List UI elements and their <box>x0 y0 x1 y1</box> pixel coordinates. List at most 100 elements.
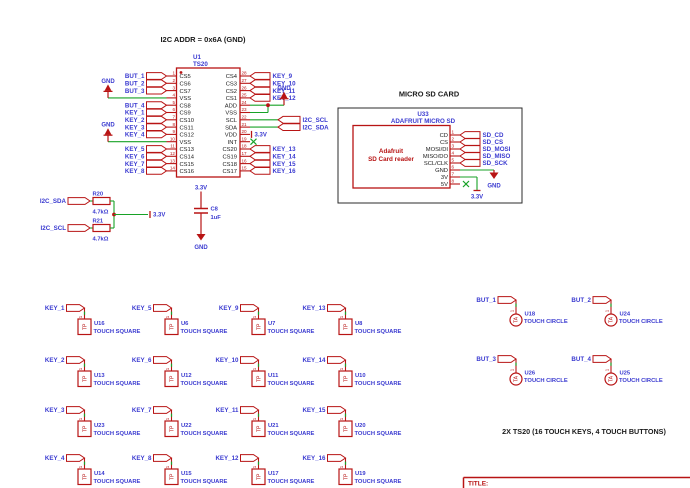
net-flag[interactable] <box>66 356 86 364</box>
symbol-text: TP <box>169 375 175 382</box>
touch-circle-U18[interactable] <box>509 313 523 327</box>
net-label: KEY_8 <box>125 168 145 175</box>
net-flag[interactable] <box>249 167 271 175</box>
touch-square-U16[interactable] <box>77 318 92 336</box>
net-flag[interactable] <box>146 145 168 153</box>
ref-des: U18 <box>525 312 536 318</box>
pin-number: 1 <box>510 368 515 371</box>
net-flag[interactable] <box>249 86 271 95</box>
resistor-r20[interactable] <box>92 196 111 206</box>
net-flag[interactable] <box>327 406 347 414</box>
net-flag[interactable] <box>459 138 481 146</box>
sd-reader-label: SD Card reader <box>368 156 414 163</box>
pin-number: 12 <box>170 151 176 156</box>
net-flag[interactable] <box>327 304 347 312</box>
pin-name: CS4 <box>226 74 238 80</box>
sd-card-reader[interactable] <box>352 124 451 189</box>
net-flag[interactable] <box>497 355 517 363</box>
touch-square-U20[interactable] <box>338 420 353 438</box>
part-label: TOUCH SQUARE <box>355 431 402 437</box>
net-flag[interactable] <box>249 72 271 80</box>
net-label: SD_CS <box>483 139 504 146</box>
net-flag[interactable] <box>153 454 173 462</box>
touch-square-U23[interactable] <box>77 420 92 438</box>
net-flag[interactable] <box>249 159 271 168</box>
net-flag[interactable] <box>146 79 168 88</box>
net-label: BUT_3 <box>476 356 496 363</box>
pin-number: 8 <box>172 122 175 127</box>
net-label: I2C_SDA <box>40 198 67 205</box>
net-flag[interactable] <box>497 296 517 304</box>
net-flag[interactable] <box>459 131 481 139</box>
touch-square-U10[interactable] <box>338 370 353 388</box>
touch-square-U7[interactable] <box>251 318 266 336</box>
net-flag[interactable] <box>146 72 168 80</box>
pin-name: CS17 <box>222 169 237 175</box>
ref-des: U25 <box>620 371 631 377</box>
net-flag[interactable] <box>240 454 260 462</box>
symbol-text: TP <box>82 425 88 432</box>
net-flag[interactable] <box>146 167 168 175</box>
power-label: 3.3V <box>255 133 267 139</box>
ref-des: U13 <box>94 373 105 379</box>
net-flag[interactable] <box>153 406 173 414</box>
touch-square-U6[interactable] <box>164 318 179 336</box>
net-label: KEY_10 <box>215 357 239 364</box>
touch-square-U14[interactable] <box>77 468 92 486</box>
ref-des: U16 <box>94 321 105 327</box>
pin-number: 15 <box>242 166 248 171</box>
touch-square-U15[interactable] <box>164 468 179 486</box>
net-flag[interactable] <box>146 101 168 110</box>
touch-square-U13[interactable] <box>77 370 92 388</box>
touch-square-U11[interactable] <box>251 370 266 388</box>
touch-square-U17[interactable] <box>251 468 266 486</box>
net-flag[interactable] <box>66 304 86 312</box>
net-flag[interactable] <box>66 454 86 462</box>
net-flag[interactable] <box>146 108 168 117</box>
net-flag[interactable] <box>67 224 91 232</box>
net-flag[interactable] <box>459 152 481 160</box>
touch-square-U19[interactable] <box>338 468 353 486</box>
net-flag[interactable] <box>146 123 168 131</box>
resistor-r21[interactable] <box>92 223 111 233</box>
net-flag[interactable] <box>277 115 301 124</box>
net-flag[interactable] <box>146 159 168 168</box>
touch-square-U8[interactable] <box>338 318 353 336</box>
net-flag[interactable] <box>153 304 173 312</box>
touch-circle-U26[interactable] <box>509 372 523 386</box>
net-flag[interactable] <box>146 115 168 124</box>
net-flag[interactable] <box>66 406 86 414</box>
touch-circle-U24[interactable] <box>604 313 618 327</box>
net-flag[interactable] <box>240 356 260 364</box>
net-flag[interactable] <box>240 406 260 414</box>
touch-square-U12[interactable] <box>164 370 179 388</box>
net-flag[interactable] <box>277 123 301 131</box>
net-flag[interactable] <box>146 130 168 139</box>
net-flag[interactable] <box>249 145 271 153</box>
ts20-ic[interactable] <box>175 67 241 178</box>
ref-des: U24 <box>620 312 631 318</box>
net-label: KEY_4 <box>45 455 65 462</box>
net-flag[interactable] <box>67 197 91 205</box>
net-label: KEY_2 <box>125 117 145 124</box>
part-label: TOUCH SQUARE <box>181 381 228 387</box>
net-flag[interactable] <box>240 304 260 312</box>
net-flag[interactable] <box>249 79 271 88</box>
net-flag[interactable] <box>146 152 168 161</box>
net-flag[interactable] <box>146 86 168 95</box>
touch-square-U22[interactable] <box>164 420 179 438</box>
part-label: TOUCH SQUARE <box>268 479 315 485</box>
net-flag[interactable] <box>459 159 481 167</box>
net-flag[interactable] <box>327 454 347 462</box>
net-flag[interactable] <box>327 356 347 364</box>
net-flag[interactable] <box>249 152 271 161</box>
net-flag[interactable] <box>249 94 271 102</box>
net-flag[interactable] <box>592 355 612 363</box>
pin-number: 1 <box>605 309 610 312</box>
net-flag[interactable] <box>153 356 173 364</box>
net-flag[interactable] <box>592 296 612 304</box>
net-flag[interactable] <box>459 145 481 153</box>
touch-circle-U25[interactable] <box>604 372 618 386</box>
pin-number: 4 <box>172 93 175 98</box>
touch-square-U21[interactable] <box>251 420 266 438</box>
